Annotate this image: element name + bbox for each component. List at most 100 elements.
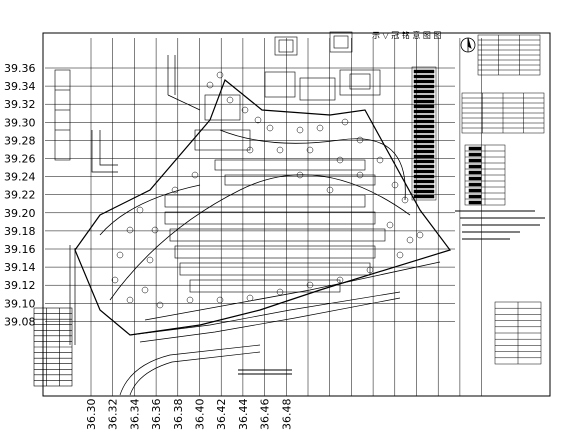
tree-symbol bbox=[406, 236, 414, 244]
tree-clusters bbox=[111, 71, 424, 309]
tree-symbol bbox=[151, 226, 159, 234]
top-right-table bbox=[477, 34, 541, 76]
x-axis-label: 36.48 bbox=[280, 399, 293, 431]
tree-symbol bbox=[316, 124, 324, 132]
table-row bbox=[413, 94, 435, 99]
tree-symbol bbox=[156, 301, 164, 309]
internal-roads bbox=[99, 129, 441, 321]
tree-symbol bbox=[246, 294, 254, 302]
tree-symbol bbox=[266, 124, 274, 132]
building-list-table bbox=[411, 66, 437, 201]
external-roads bbox=[69, 55, 401, 396]
tree-symbol bbox=[336, 156, 344, 164]
y-axis-labels: 39.3639.3439.3239.3039.2839.2639.2439.22… bbox=[4, 62, 36, 328]
table-row bbox=[413, 74, 435, 79]
tree-symbol bbox=[206, 81, 214, 89]
tree-symbol bbox=[136, 206, 144, 214]
legend-symbol bbox=[468, 194, 482, 199]
y-axis-label: 39.22 bbox=[4, 189, 36, 202]
table-row bbox=[413, 129, 435, 134]
bottom-left-table bbox=[33, 307, 73, 387]
y-axis-label: 39.26 bbox=[4, 153, 36, 166]
table-row bbox=[413, 104, 435, 109]
tree-symbol bbox=[116, 251, 124, 259]
y-axis-label: 39.20 bbox=[4, 207, 36, 220]
drawing-title: 示 ▽ 冠 铭 意 图 图 bbox=[372, 30, 441, 40]
tree-symbol bbox=[191, 171, 199, 179]
tree-symbol bbox=[216, 296, 224, 304]
tree-symbol bbox=[296, 126, 304, 134]
legend-symbol bbox=[468, 188, 482, 193]
table-row bbox=[413, 79, 435, 84]
plan-caption bbox=[238, 369, 292, 375]
table-row bbox=[413, 124, 435, 129]
x-axis-label: 36.36 bbox=[150, 399, 163, 431]
site-boundary bbox=[74, 79, 451, 336]
y-axis-label: 39.08 bbox=[4, 315, 36, 328]
north-arrow-icon bbox=[460, 37, 476, 53]
table-row bbox=[413, 69, 435, 74]
legend-symbol bbox=[468, 170, 482, 175]
table-row bbox=[413, 114, 435, 119]
tree-symbol bbox=[146, 256, 154, 264]
tree-symbol bbox=[416, 231, 424, 239]
legend-table bbox=[464, 144, 506, 206]
y-axis-label: 39.24 bbox=[4, 171, 36, 184]
y-axis-label: 39.12 bbox=[4, 279, 36, 292]
y-axis-label: 39.34 bbox=[4, 80, 36, 93]
table-row bbox=[413, 169, 435, 174]
tree-symbol bbox=[171, 186, 179, 194]
x-axis-label: 36.44 bbox=[237, 399, 250, 431]
tree-symbol bbox=[276, 146, 284, 154]
tree-symbol bbox=[306, 281, 314, 289]
tree-symbol bbox=[336, 276, 344, 284]
left-legend-column bbox=[54, 69, 71, 161]
x-axis-label: 36.46 bbox=[259, 399, 272, 431]
tree-symbol bbox=[356, 171, 364, 179]
legend-symbol bbox=[468, 152, 482, 157]
tree-symbol bbox=[111, 276, 119, 284]
tree-symbol bbox=[341, 118, 349, 126]
y-axis-label: 39.28 bbox=[4, 134, 36, 147]
tree-symbol bbox=[126, 226, 134, 234]
tree-symbol bbox=[376, 156, 384, 164]
x-axis-label: 36.40 bbox=[194, 399, 207, 431]
y-axis-label: 39.32 bbox=[4, 98, 36, 111]
table-row bbox=[413, 179, 435, 184]
bottom-right-table bbox=[494, 301, 542, 365]
tree-symbol bbox=[326, 186, 334, 194]
table-row bbox=[413, 99, 435, 104]
economic-indicator-table bbox=[461, 92, 545, 134]
y-axis-label: 39.30 bbox=[4, 116, 36, 129]
table-row bbox=[413, 149, 435, 154]
table-row bbox=[413, 89, 435, 94]
legend-symbol bbox=[468, 176, 482, 181]
table-row bbox=[413, 194, 435, 199]
y-axis-label: 39.16 bbox=[4, 243, 36, 256]
x-axis-label: 36.42 bbox=[215, 399, 228, 431]
table-row bbox=[413, 139, 435, 144]
coordinate-grid bbox=[45, 38, 482, 396]
tree-symbol bbox=[391, 181, 399, 189]
tree-symbol bbox=[246, 146, 254, 154]
table-row bbox=[413, 144, 435, 149]
tree-symbol bbox=[386, 221, 394, 229]
tree-symbol bbox=[254, 116, 262, 124]
tree-symbol bbox=[276, 288, 284, 296]
legend-symbol bbox=[468, 182, 482, 187]
tree-symbol bbox=[216, 71, 224, 79]
table-row bbox=[413, 109, 435, 114]
legend-symbol bbox=[468, 200, 482, 205]
table-row bbox=[413, 184, 435, 189]
x-axis-label: 36.38 bbox=[172, 399, 185, 431]
unit-plan-sketches bbox=[264, 31, 381, 101]
x-axis-label: 36.30 bbox=[85, 399, 98, 431]
tree-symbol bbox=[356, 136, 364, 144]
x-axis-label: 36.34 bbox=[128, 399, 141, 431]
table-row bbox=[413, 134, 435, 139]
table-row bbox=[413, 154, 435, 159]
y-axis-label: 39.10 bbox=[4, 297, 36, 310]
y-axis-label: 39.18 bbox=[4, 225, 36, 238]
